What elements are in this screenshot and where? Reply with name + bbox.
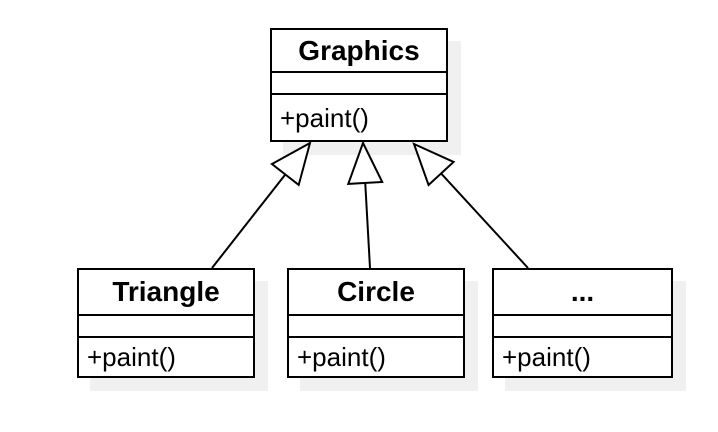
generalization-arrowhead-icon bbox=[346, 140, 384, 185]
generalization-edge-line bbox=[364, 182, 371, 269]
attributes-compartment bbox=[79, 316, 253, 338]
class-title: Circle bbox=[289, 270, 463, 316]
method-label: +paint() bbox=[502, 342, 591, 372]
attributes-compartment bbox=[272, 73, 446, 95]
methods-compartment: +paint() bbox=[79, 338, 253, 376]
class-title: Graphics bbox=[272, 30, 446, 73]
methods-compartment: +paint() bbox=[494, 338, 671, 376]
generalization-arrowhead-icon bbox=[412, 142, 456, 187]
attributes-compartment bbox=[289, 316, 463, 338]
class-box-circle: Circle +paint() bbox=[287, 268, 465, 378]
methods-compartment: +paint() bbox=[272, 95, 446, 140]
generalization-arrowhead-icon bbox=[270, 140, 312, 187]
generalization-edge-line bbox=[440, 172, 529, 269]
method-label: +paint() bbox=[87, 342, 176, 372]
method-label: +paint() bbox=[297, 342, 386, 372]
class-title: Triangle bbox=[79, 270, 253, 316]
class-title: ... bbox=[494, 270, 671, 316]
methods-compartment: +paint() bbox=[289, 338, 463, 376]
attributes-compartment bbox=[494, 316, 671, 338]
class-box-graphics: Graphics +paint() bbox=[270, 28, 448, 142]
class-box-ellipsis: ... +paint() bbox=[492, 268, 673, 378]
method-label: +paint() bbox=[280, 102, 369, 133]
generalization-edge-line bbox=[211, 173, 287, 269]
class-box-triangle: Triangle +paint() bbox=[77, 268, 255, 378]
